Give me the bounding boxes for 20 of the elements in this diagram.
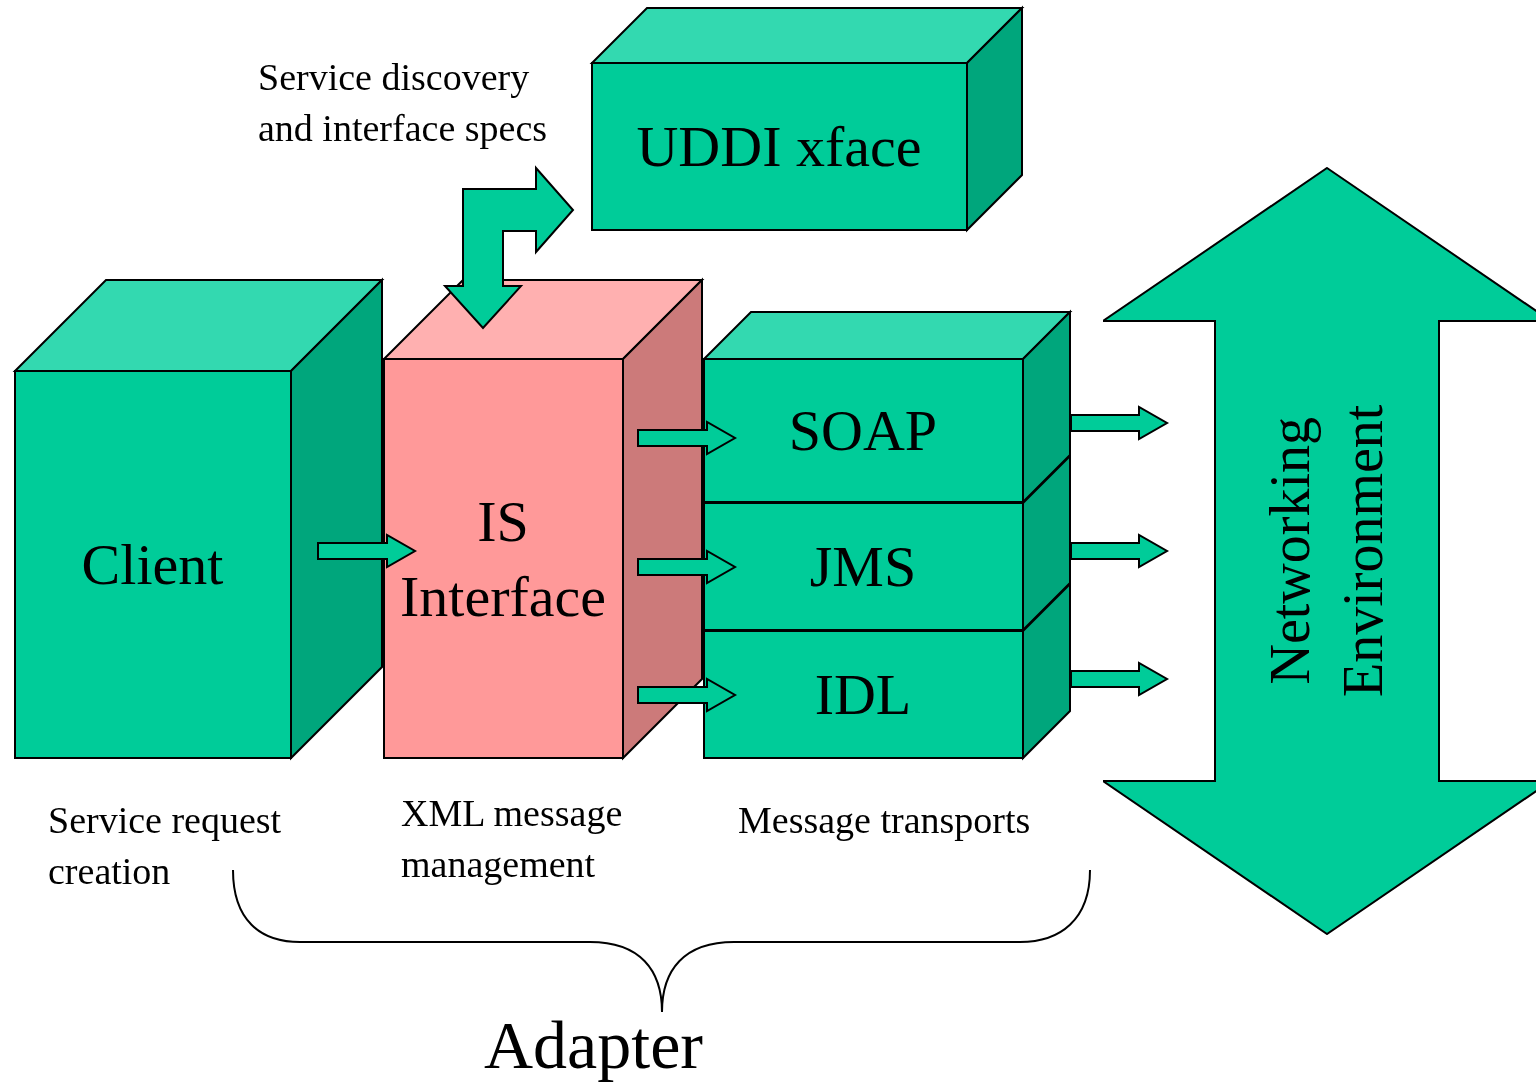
block-arrow: [317, 533, 417, 569]
caption-text: Service discovery and interface specs: [258, 55, 549, 151]
box-label: UDDI xface: [636, 113, 922, 182]
block-arrow: [1070, 405, 1169, 441]
block-arrow: [637, 420, 737, 456]
box-label: JMS: [809, 533, 917, 602]
box-label: SOAP: [788, 397, 938, 466]
box-label: Client: [81, 531, 224, 600]
box-label: IS Interface: [399, 487, 607, 631]
block-arrow: [637, 677, 737, 713]
vertical-label: Networking Environment: [1258, 403, 1395, 699]
caption-text: Service request creation: [48, 798, 283, 894]
block-arrow: [637, 549, 737, 585]
caption-text: XML message management: [401, 791, 624, 887]
block-arrow: [442, 165, 575, 330]
box-label: IDL: [814, 661, 912, 730]
group-title: Adapter: [484, 1006, 704, 1083]
caption-text: Message transports: [738, 798, 1032, 843]
block-arrow: [1070, 661, 1169, 697]
block-arrow: [1070, 533, 1169, 569]
